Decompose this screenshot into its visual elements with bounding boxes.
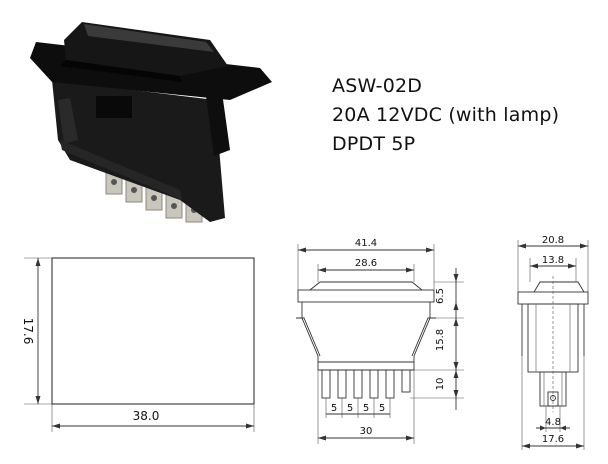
side-rocker-height-label: 6.5 <box>435 288 446 304</box>
side-terminal-height-label: 10 <box>435 378 446 391</box>
cutout-height-label: 17.6 <box>21 318 35 345</box>
end-base-width-label: 17.6 <box>542 434 564 445</box>
cutout-rectangle <box>51 257 255 405</box>
side-rocker-width-label: 28.6 <box>355 258 377 269</box>
end-rocker-width-label: 13.8 <box>542 255 564 266</box>
switch-configuration: DPDT 5P <box>332 133 416 155</box>
pitch-label: 5 <box>347 403 353 414</box>
side-body-height-label: 15.8 <box>435 329 446 351</box>
pitch-label: 5 <box>331 403 337 414</box>
side-terminals <box>321 369 411 399</box>
end-overall-width-label: 20.8 <box>542 235 564 246</box>
end-view-drawing: 20.8 13.8 4.8 17.6 <box>517 235 589 450</box>
side-overall-width-label: 41.4 <box>355 238 377 249</box>
switch-body <box>52 80 225 222</box>
side-base-width-label: 30 <box>360 426 373 437</box>
electrical-rating: 20A 12VDC (with lamp) <box>332 104 560 126</box>
end-terminal-width-label: 4.8 <box>545 417 561 428</box>
pitch-label: 5 <box>363 403 369 414</box>
model-number: ASW-02D <box>332 75 423 97</box>
switch-photo <box>30 22 272 223</box>
pitch-label: 5 <box>379 403 385 414</box>
side-view-drawing: 41.4 28.6 6.5 15.8 10 5 5 5 5 <box>296 238 464 444</box>
cutout-width-label: 38.0 <box>133 409 160 423</box>
panel-cutout-drawing: 17.6 38.0 <box>21 257 255 432</box>
